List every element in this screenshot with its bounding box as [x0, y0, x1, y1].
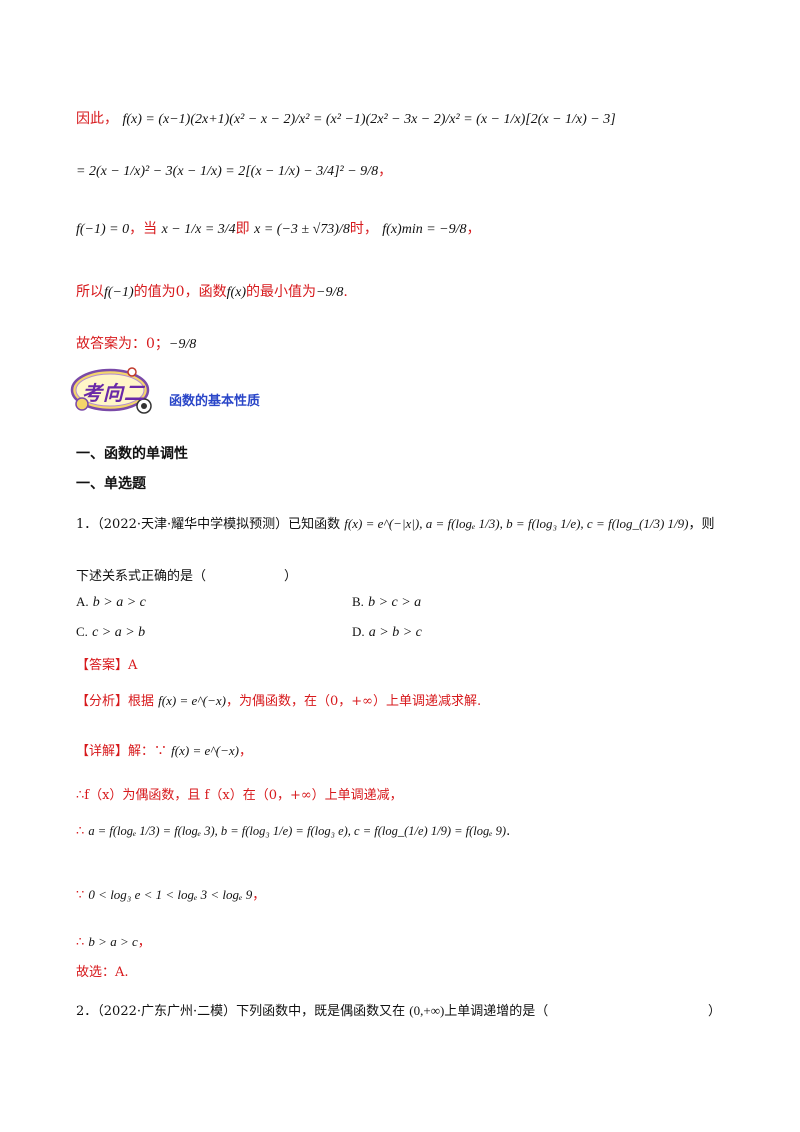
option-letter: D.: [352, 624, 365, 639]
detail-line-1: 【详解】解：∵ f(x) = e^(−x)，: [76, 740, 252, 759]
formula: f(x) = (x−1)(2x+1)(x² − x − 2)/x² = (x² …: [122, 112, 616, 127]
option-text: b > a > c: [92, 595, 146, 610]
formula: f(x): [226, 285, 247, 300]
therefore-symbol: ∴: [76, 824, 85, 839]
question-1: 1．（2022·天津·耀华中学模拟预测）已知函数 f(x) = e^(−|x|)…: [76, 513, 715, 532]
option-letter: C.: [76, 624, 88, 639]
formula: f(x) = e^(−x): [158, 693, 226, 708]
solution-line-3: f(−1) = 0，当 x − 1/x = 3/4即 x = (−3 ± √73…: [76, 218, 481, 238]
question-2: 2．（2022·广东广州·二模）下列函数中，既是偶函数又在 (0,+∞)上单调递…: [76, 1000, 548, 1019]
question-source: （2022·天津·耀华中学模拟预测）已知函数: [97, 517, 341, 532]
formula: x = (−3 ± √73)/8: [254, 222, 350, 237]
formula: −9/8: [168, 337, 197, 352]
detail-line-2: ∴f（x）为偶函数，且 f（x）在（0，+∞）上单调递减，: [76, 788, 403, 803]
formula: b > a > c: [88, 934, 138, 949]
formula: f(−1): [104, 285, 134, 300]
text: ，: [378, 163, 393, 179]
option-letter: A.: [76, 594, 89, 609]
therefore-symbol: ∴: [76, 935, 85, 950]
option-a[interactable]: A. b > a > c: [76, 594, 146, 611]
section-title: 函数的基本性质: [169, 390, 260, 409]
analysis-line: 【分析】根据 f(x) = e^(−x)，为偶函数，在（0，+∞）上单调递减求解…: [76, 690, 481, 709]
formula: −9/8: [316, 285, 344, 300]
heading-monotonicity: 一、函数的单调性: [76, 446, 188, 462]
text: ，为偶函数，在（0，+∞）上单调递减求解.: [225, 694, 482, 709]
answer-line: 【答案】A: [76, 654, 137, 673]
question-2-paren: ）: [708, 1004, 722, 1019]
text: ，当: [129, 221, 158, 237]
text: 的最小值为: [246, 284, 317, 300]
option-text: b > c > a: [368, 595, 422, 610]
section-title-text: 函数的基本性质: [169, 394, 261, 409]
answer-value: A: [128, 658, 138, 673]
text: 故答案为：0；: [76, 336, 169, 352]
text: .: [506, 824, 511, 839]
solution-line-1: 因此， f(x) = (x−1)(2x+1)(x² − x − 2)/x² = …: [76, 108, 616, 128]
text: 上单调递增的是（: [444, 1004, 549, 1019]
question-number: 2．: [76, 1004, 98, 1019]
option-b[interactable]: B. b > c > a: [352, 594, 421, 611]
formula: f(−1) = 0: [76, 222, 130, 237]
text: 因此，: [76, 111, 118, 127]
solution-line-2: = 2(x − 1/x)² − 3(x − 1/x) = 2[(x − 1/x)…: [76, 160, 392, 180]
formula: x − 1/x = 3/4: [161, 222, 236, 237]
text: 解：∵: [128, 744, 168, 759]
conclusion-line: 所以f(−1)的值为0，函数f(x)的最小值为−9/8.: [76, 281, 348, 301]
analysis-tag: 【分析】: [76, 694, 129, 709]
detail-line-5: ∴ b > a > c，: [76, 931, 151, 950]
option-letter: B.: [352, 594, 364, 609]
formula: f(x) = e^(−|x|), a = f(logₑ 1/3), b = f(…: [344, 516, 689, 531]
formula: f(x)min = −9/8: [382, 222, 467, 237]
section-badge: 考向二: [68, 364, 178, 416]
final-answer-line: 故答案为：0；−9/8: [76, 333, 196, 353]
because-symbol: ∵: [76, 888, 85, 903]
text: ，: [238, 744, 252, 759]
formula: a = f(logₑ 1/3) = f(logₑ 3), b = f(log₃ …: [88, 824, 507, 838]
question-number: 1．: [76, 517, 98, 532]
detail-line-6: 故选：A.: [76, 965, 129, 980]
formula: 0 < log₃ e < 1 < logₑ 3 < logₑ 9: [88, 887, 253, 902]
heading-single-choice: 一、单选题: [76, 476, 146, 492]
badge-label: 考向二: [82, 381, 145, 405]
question-source: （2022·广东广州·二模）下列函数中，既是偶函数又在: [97, 1004, 406, 1019]
text: 所以: [76, 284, 104, 300]
formula: = 2(x − 1/x)² − 3(x − 1/x) = 2[(x − 1/x)…: [76, 164, 379, 179]
text: ，: [252, 888, 266, 903]
text: ，: [137, 935, 151, 950]
option-c[interactable]: C. c > a > b: [76, 624, 145, 641]
text: .: [343, 284, 348, 300]
answer-tag: 【答案】: [76, 658, 129, 673]
text: 根据: [128, 694, 155, 709]
text: 时，: [349, 221, 378, 237]
question-1-line-2: 下述关系式正确的是（ ）: [76, 569, 298, 584]
badge-decoration-icon: [70, 367, 152, 414]
formula: (0,+∞): [409, 1003, 445, 1018]
text: 即: [235, 221, 250, 237]
option-text: c > a > b: [92, 625, 146, 640]
text: ，: [466, 221, 481, 237]
detail-line-4: ∵ 0 < log₃ e < 1 < logₑ 3 < logₑ 9，: [76, 884, 265, 903]
option-text: a > b > c: [368, 625, 422, 640]
detail-line-3: ∴ a = f(logₑ 1/3) = f(logₑ 3), b = f(log…: [76, 824, 510, 839]
option-d[interactable]: D. a > b > c: [352, 624, 422, 641]
text: 的值为0，函数: [133, 284, 227, 300]
formula: f(x) = e^(−x): [171, 743, 239, 758]
detail-tag: 【详解】: [76, 744, 129, 759]
text: ，则: [688, 517, 715, 532]
